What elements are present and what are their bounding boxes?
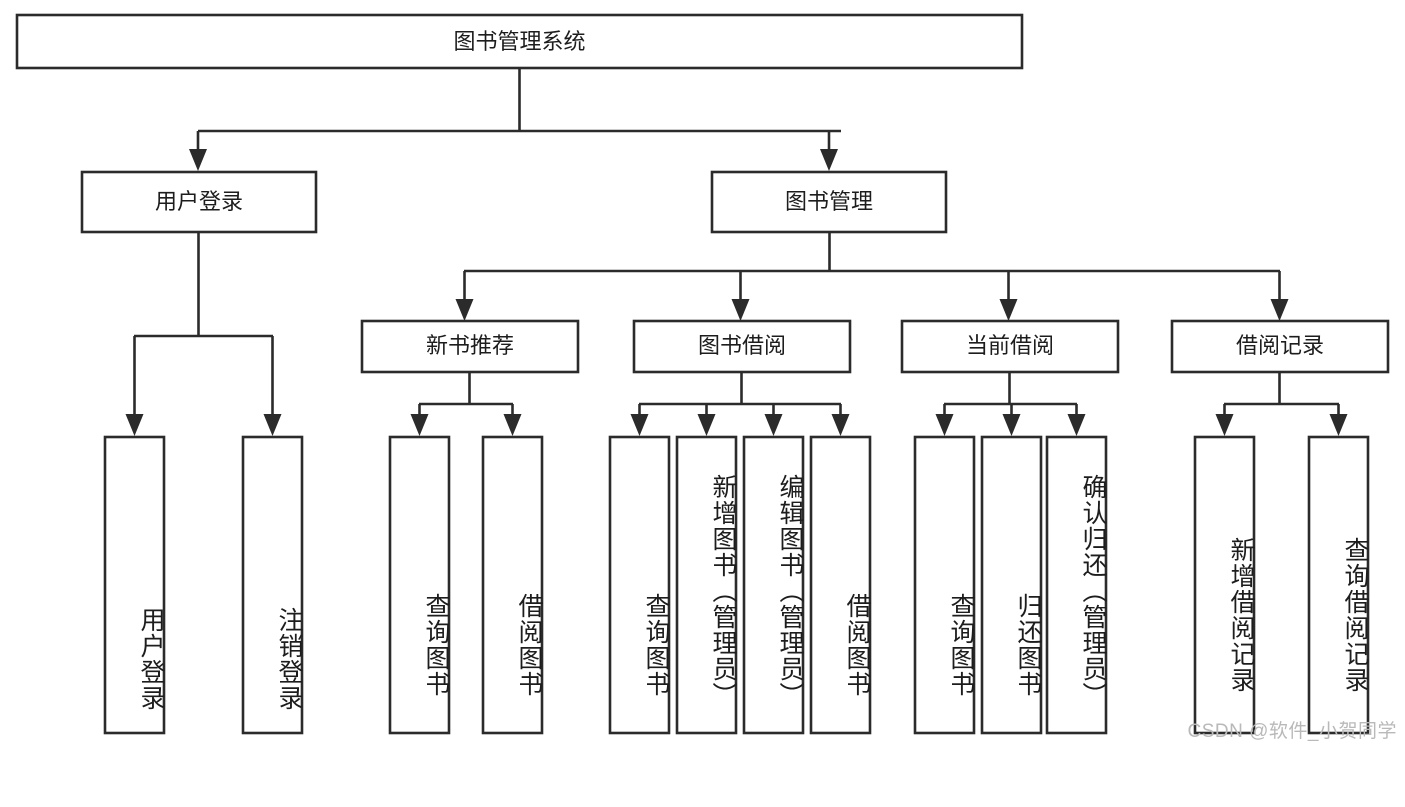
arrow-head-borrow-record (1270, 299, 1289, 321)
arrow-head-leaf-return-book (1002, 414, 1021, 436)
node-root-label: 图书管理系统 (453, 29, 585, 54)
arrow-head-leaf-user-login (125, 414, 144, 436)
flowchart-canvas: 图书管理系统 用户登录 图书管理 新书推荐 图书借阅 当前借阅 借阅记录 (15, 13, 1397, 742)
node-borrow-record[interactable]: 借阅记录 (1170, 319, 1390, 374)
node-book-borrow[interactable]: 图书借阅 (632, 319, 852, 374)
flowchart-svg: 图书管理系统 用户登录 图书管理 新书推荐 图书借阅 当前借阅 借阅记录 (15, 13, 1390, 735)
node-current-borrow-box[interactable] (900, 319, 1120, 374)
leaf-box-query-book-1[interactable] (388, 435, 451, 735)
node-book-manage-label: 图书管理 (785, 189, 873, 214)
node-book-manage-box[interactable] (710, 170, 948, 234)
node-new-book-recommend[interactable]: 新书推荐 (360, 319, 580, 374)
arrow-head-leaf-query-book-2 (630, 414, 649, 436)
node-book-borrow-label: 图书借阅 (698, 333, 786, 358)
leaf-box-query-record[interactable] (1307, 435, 1370, 735)
arrow-head-current-borrow (999, 299, 1018, 321)
node-borrow-record-box[interactable] (1170, 319, 1390, 374)
leaf-box-edit-book[interactable] (742, 435, 805, 735)
leaf-box-borrow-book-2[interactable] (809, 435, 872, 735)
node-user-login-label: 用户登录 (155, 189, 243, 214)
node-root[interactable]: 图书管理系统 (15, 13, 1024, 70)
arrow-head-new-book-recommend (455, 299, 474, 321)
leaf-box-borrow-book-1[interactable] (481, 435, 544, 735)
arrow-head-leaf-add-book (697, 414, 716, 436)
arrow-head-leaf-query-record (1329, 414, 1348, 436)
node-current-borrow[interactable]: 当前借阅 (900, 319, 1120, 374)
leaf-box-return-book[interactable] (980, 435, 1043, 735)
node-book-borrow-box[interactable] (632, 319, 852, 374)
node-book-manage[interactable]: 图书管理 (710, 170, 948, 234)
node-user-login[interactable]: 用户登录 (80, 170, 318, 234)
leaf-box-query-book-2[interactable] (608, 435, 671, 735)
arrow-head-leaf-logout-login (263, 414, 282, 436)
watermark-text: CSDN @软件_小贺同学 (1187, 721, 1397, 742)
leaf-box-group (103, 435, 1370, 735)
leaf-box-add-book[interactable] (675, 435, 738, 735)
leaf-box-query-book-3[interactable] (913, 435, 976, 735)
leaf-box-confirm-return[interactable] (1045, 435, 1108, 735)
node-new-book-recommend-box[interactable] (360, 319, 580, 374)
arrow-head-leaf-add-record (1215, 414, 1234, 436)
node-root-box[interactable] (15, 13, 1024, 70)
arrow-head-leaf-query-book-1 (410, 414, 429, 436)
leaf-box-logout-login[interactable] (241, 435, 304, 735)
arrow-head-user-login (189, 149, 207, 171)
leaf-box-user-login[interactable] (103, 435, 166, 735)
arrow-head-leaf-query-book-3 (935, 414, 954, 436)
arrow-head-book-manage (820, 149, 838, 171)
arrow-head-leaf-borrow-book-2 (831, 414, 850, 436)
node-new-book-recommend-label: 新书推荐 (426, 333, 514, 358)
node-borrow-record-label: 借阅记录 (1236, 333, 1324, 358)
arrow-head-leaf-confirm-return (1067, 414, 1086, 436)
node-current-borrow-label: 当前借阅 (966, 333, 1054, 358)
leaf-box-add-record[interactable] (1193, 435, 1256, 735)
arrow-head-leaf-edit-book (764, 414, 783, 436)
arrow-head-leaf-borrow-book-1 (503, 414, 522, 436)
connector-group (125, 68, 1348, 436)
node-user-login-box[interactable] (80, 170, 318, 234)
arrow-head-book-borrow (731, 299, 750, 321)
